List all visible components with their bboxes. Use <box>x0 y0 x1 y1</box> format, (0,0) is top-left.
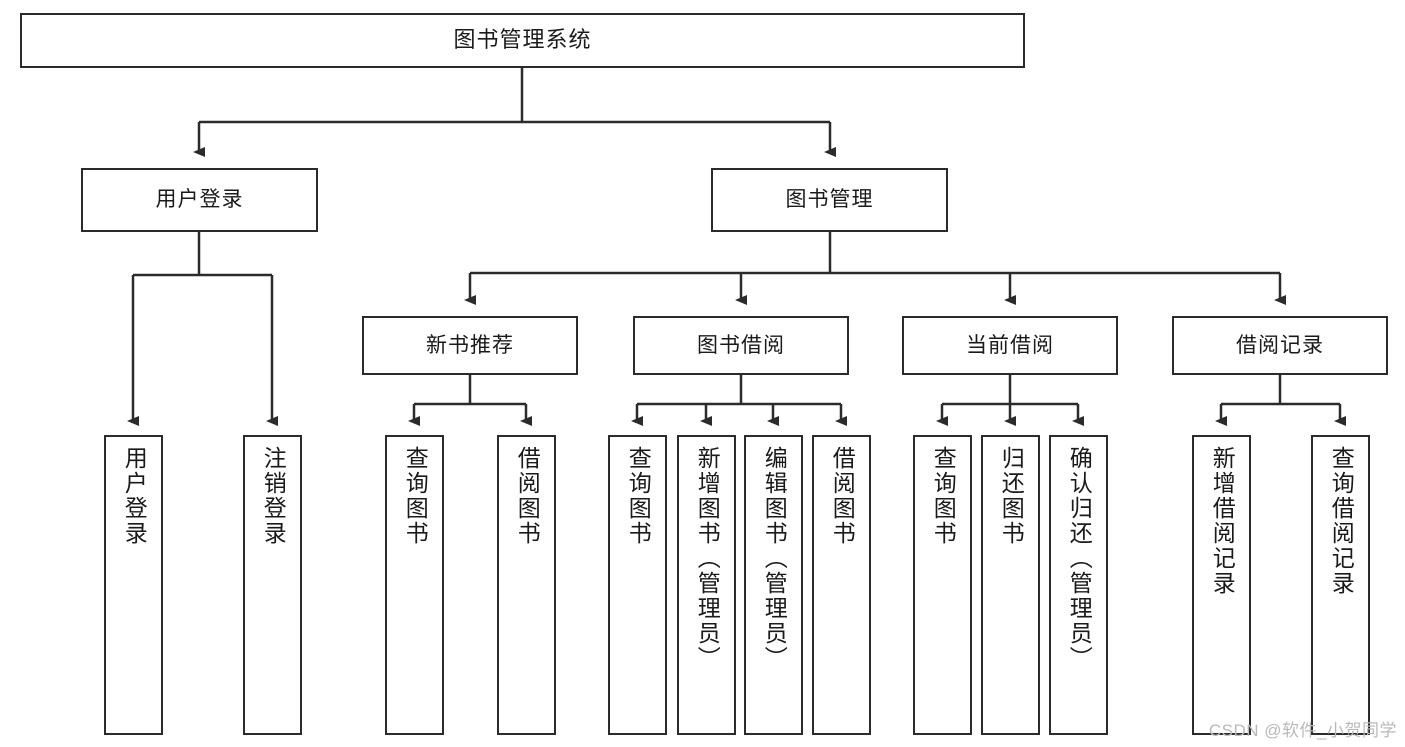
node-label: 借阅记录 <box>1236 333 1324 357</box>
leaf-user-login-logout[interactable]: 注销登录 <box>243 435 302 735</box>
node-label: 借阅图书 <box>829 446 856 546</box>
leaf-user-login-login[interactable]: 用户登录 <box>104 435 163 735</box>
node-label: 新增图书（管理员） <box>694 446 721 671</box>
leaf-new-book-borrow-books[interactable]: 借阅图书 <box>497 435 556 735</box>
node-label: 注销登录 <box>260 446 287 546</box>
leaf-new-book-query-books[interactable]: 查询图书 <box>385 435 444 735</box>
node-label: 查询图书 <box>402 446 429 546</box>
node-new-book-recommendation[interactable]: 新书推荐 <box>362 316 578 375</box>
leaf-current-query-books[interactable]: 查询图书 <box>913 435 972 735</box>
node-label: 用户登录 <box>155 188 244 212</box>
node-user-login[interactable]: 用户登录 <box>81 168 318 232</box>
node-label: 图书管理系统 <box>453 27 592 53</box>
node-label: 新增借阅记录 <box>1209 446 1236 596</box>
leaf-current-confirm-return-admin[interactable]: 确认归还（管理员） <box>1049 435 1108 735</box>
node-label: 确认归还（管理员） <box>1066 446 1093 671</box>
leaf-borrow-query-books[interactable]: 查询图书 <box>608 435 667 735</box>
watermark-text: CSDN @软件_小贺同学 <box>1208 721 1397 740</box>
leaf-borrow-add-book-admin[interactable]: 新增图书（管理员） <box>677 435 736 735</box>
leaf-records-query-record[interactable]: 查询借阅记录 <box>1311 435 1370 735</box>
node-label: 查询借阅记录 <box>1328 446 1355 596</box>
node-book-management[interactable]: 图书管理 <box>711 168 948 232</box>
leaf-borrow-edit-book-admin[interactable]: 编辑图书（管理员） <box>744 435 803 735</box>
node-label: 当前借阅 <box>966 333 1054 357</box>
node-label: 图书管理 <box>785 188 874 212</box>
node-label: 用户登录 <box>121 446 148 546</box>
node-book-borrowing[interactable]: 图书借阅 <box>633 316 849 375</box>
node-label: 编辑图书（管理员） <box>761 446 788 671</box>
node-label: 借阅图书 <box>514 446 541 546</box>
node-label: 查询图书 <box>930 446 957 546</box>
leaf-borrow-borrow-books[interactable]: 借阅图书 <box>812 435 871 735</box>
node-label: 图书借阅 <box>697 333 785 357</box>
node-label: 归还图书 <box>998 446 1025 546</box>
node-current-borrowing[interactable]: 当前借阅 <box>902 316 1118 375</box>
node-label: 查询图书 <box>625 446 652 546</box>
node-borrow-records[interactable]: 借阅记录 <box>1172 316 1388 375</box>
node-root-book-management-system[interactable]: 图书管理系统 <box>20 13 1025 68</box>
leaf-records-add-record[interactable]: 新增借阅记录 <box>1192 435 1251 735</box>
node-label: 新书推荐 <box>426 333 514 357</box>
leaf-current-return-books[interactable]: 归还图书 <box>981 435 1040 735</box>
